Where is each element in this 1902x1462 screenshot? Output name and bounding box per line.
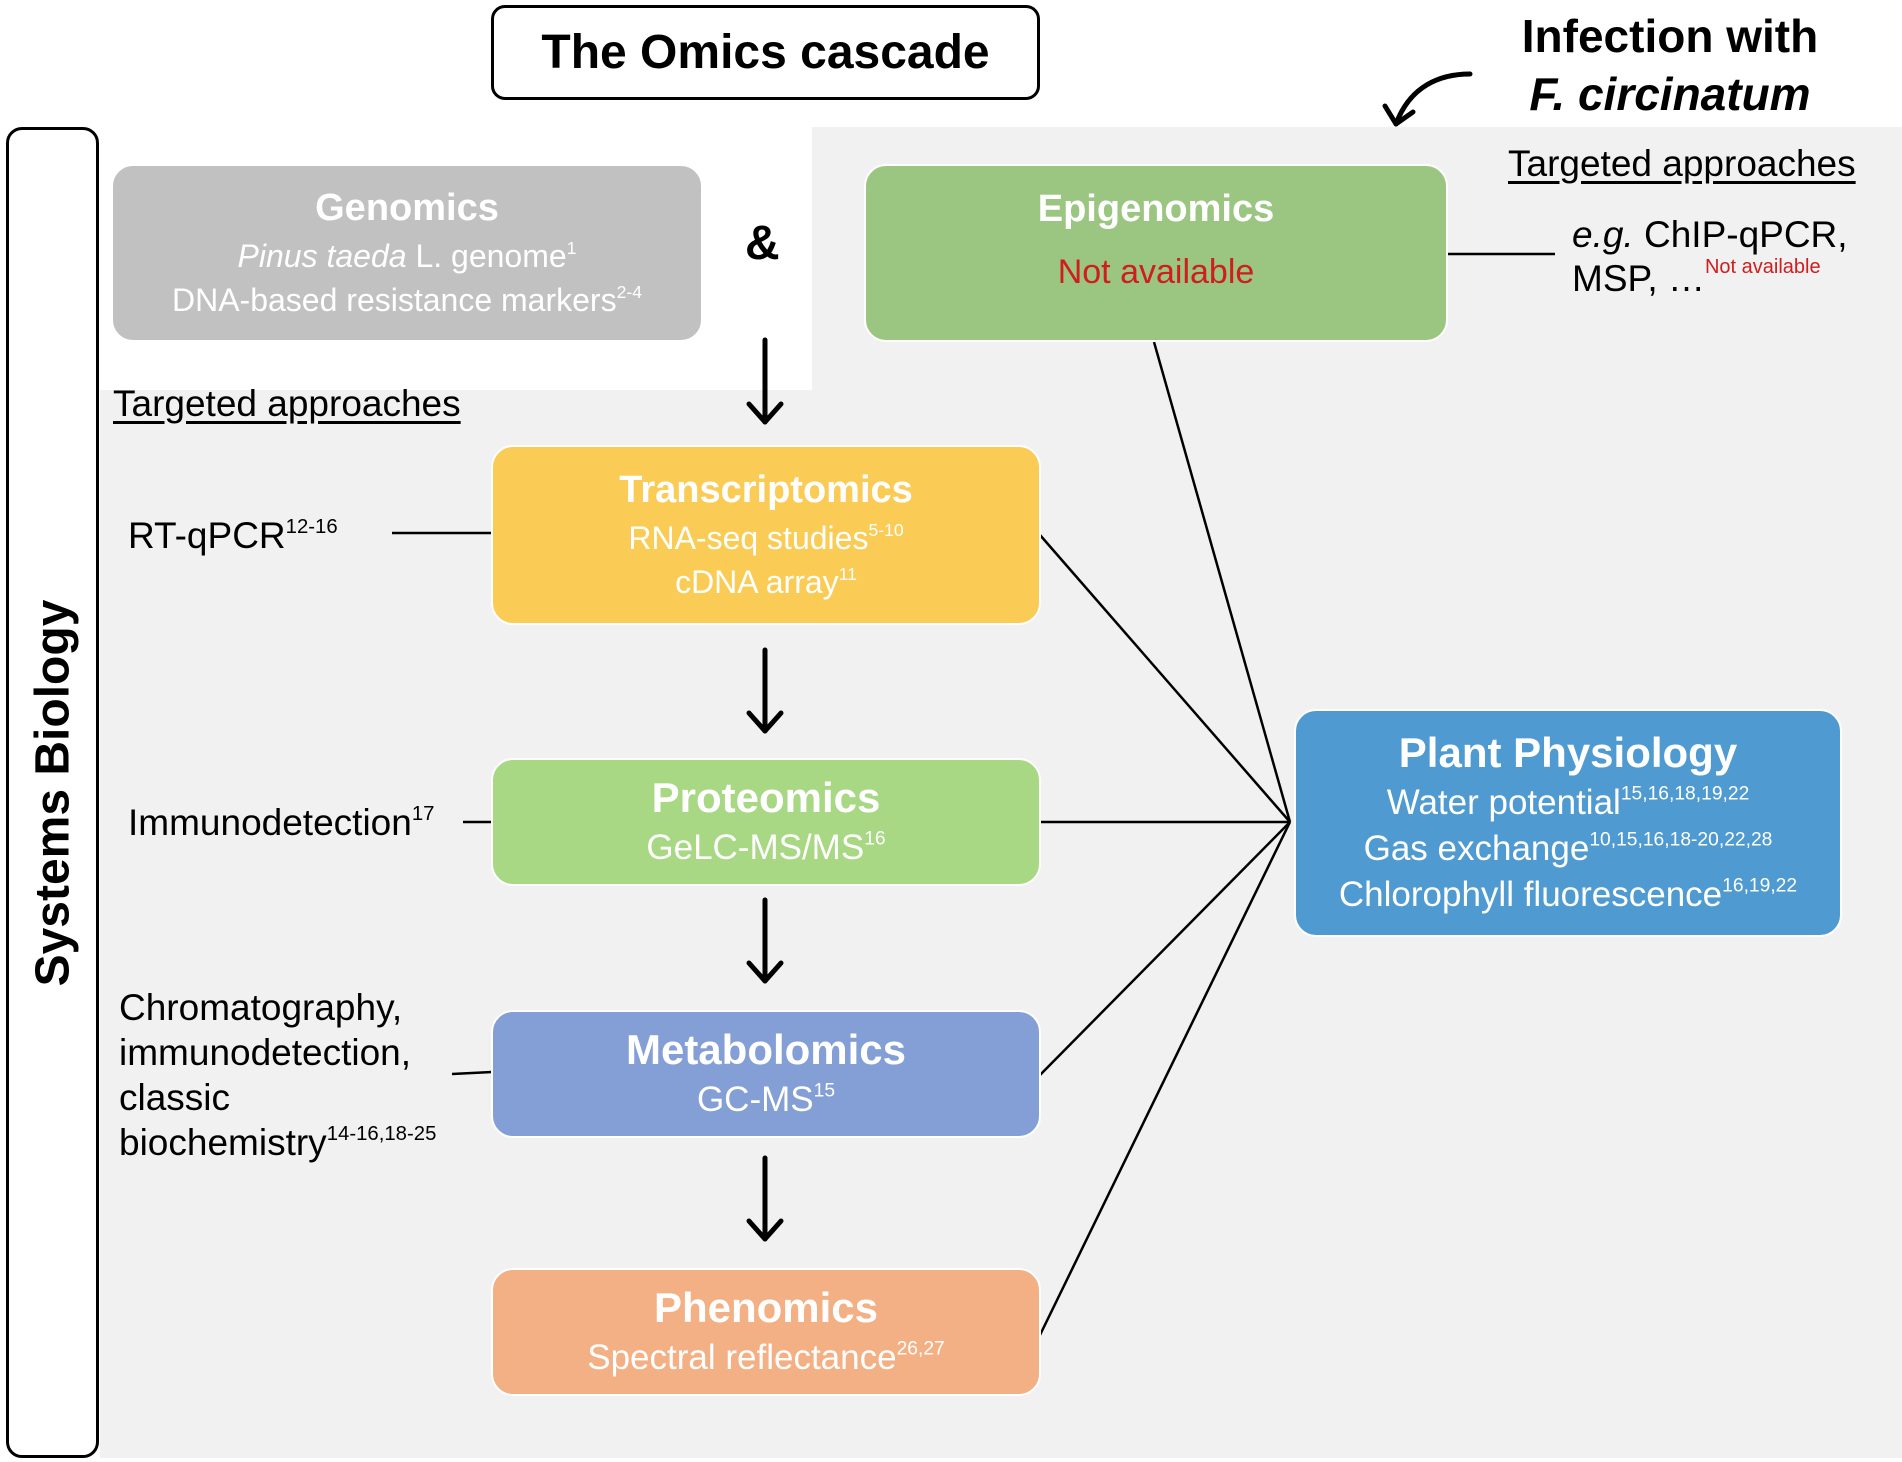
line-phenomics-physiology	[1038, 821, 1292, 1336]
water-potential-ref: 15,16,18,19,22	[1620, 783, 1750, 805]
line-metabolomics-physiology	[1039, 821, 1291, 1076]
omics-cascade-title-box: The Omics cascade	[491, 5, 1040, 100]
plant-physiology-title: Plant Physiology	[1398, 729, 1738, 777]
rtqpcr-ref: 12-16	[285, 515, 338, 538]
infection-arrow	[1382, 71, 1473, 127]
epigenomics-box: Epigenomics Not available	[864, 164, 1448, 342]
transcriptomics-line2: cDNA array11	[675, 562, 857, 602]
chrom-line4-text: biochemistry	[119, 1122, 327, 1163]
genomics-title: Genomics	[315, 186, 499, 229]
chlorophyll-ref: 16,19,22	[1722, 875, 1798, 897]
infection-label-line1: Infection with	[1521, 10, 1819, 62]
infection-label-line2: F. circinatum	[1529, 67, 1811, 120]
spectral-text: Spectral reflectance	[587, 1338, 897, 1378]
rnaseq-text: RNA-seq studies	[628, 519, 869, 556]
metabolomics-title: Metabolomics	[625, 1026, 907, 1074]
line-transcriptomics-physiology	[1039, 534, 1291, 823]
rtqpcr-text: RT-qPCR	[128, 515, 286, 556]
systems-biology-label: Systems Biology	[26, 599, 79, 986]
gelc-ref: 16	[864, 828, 886, 850]
targeted-right-line1: e.g. ChIP-qPCR,	[1572, 212, 1848, 257]
genomics-genome: L. genome	[406, 237, 567, 274]
systems-biology-box: Systems Biology	[6, 127, 99, 1458]
proteomics-box: Proteomics GeLC-MS/MS16	[491, 758, 1041, 886]
msp-not-available: Not available	[1704, 256, 1821, 278]
arrow-genomics-to-transcriptomics	[746, 337, 784, 425]
metabolomics-line1: GC-MS15	[697, 1078, 835, 1122]
genomics-box: Genomics Pinus taeda L. genome1 DNA-base…	[111, 164, 703, 342]
metabolomics-box: Metabolomics GC-MS15	[491, 1010, 1041, 1138]
rnaseq-ref: 5-10	[868, 519, 904, 540]
eg-text: e.g.	[1572, 214, 1634, 255]
rtqpcr-label: RT-qPCR12-16	[128, 513, 338, 558]
genomics-species: Pinus taeda	[237, 237, 407, 274]
infection-label: Infection with F. circinatum	[1470, 8, 1870, 123]
cdna-ref: 11	[838, 563, 857, 584]
targeted-approaches-right-heading: Targeted approaches	[1508, 143, 1856, 184]
omics-cascade-title: The Omics cascade	[541, 26, 990, 79]
targeted-approaches-left-heading: Targeted approaches	[113, 383, 461, 424]
genomics-line1-ref: 1	[566, 237, 577, 258]
phenomics-box: Phenomics Spectral reflectance26,27	[491, 1268, 1041, 1396]
genomics-line2-ref: 2-4	[616, 281, 643, 302]
proteomics-title: Proteomics	[651, 774, 881, 822]
proteomics-line1: GeLC-MS/MS16	[646, 826, 885, 870]
gelc-text: GeLC-MS/MS	[646, 828, 865, 868]
line-chromatography	[451, 1070, 493, 1076]
gas-exchange-text: Gas exchange	[1363, 829, 1590, 869]
arrow-transcriptomics-to-proteomics	[746, 647, 784, 734]
epigenomics-title: Epigenomics	[1037, 188, 1275, 230]
genomics-line1: Pinus taeda L. genome1	[238, 236, 577, 276]
chrom-line1: Chromatography,	[119, 987, 403, 1028]
ampersand: &	[745, 217, 780, 270]
immunodetection-ref: 17	[411, 802, 435, 825]
genomics-markers: DNA-based resistance markers	[171, 281, 617, 318]
gcms-ref: 15	[813, 1080, 836, 1102]
arrow-metabolomics-to-phenomics	[746, 1155, 784, 1242]
msp-text: MSP, …	[1572, 258, 1705, 299]
physiology-line1: Water potential15,16,18,19,22	[1387, 781, 1750, 825]
plant-physiology-box: Plant Physiology Water potential15,16,18…	[1294, 709, 1842, 937]
physiology-line2: Gas exchange10,15,16,18-20,22,28	[1364, 827, 1773, 871]
physiology-line3: Chlorophyll fluorescence16,19,22	[1339, 873, 1797, 917]
phenomics-line1: Spectral reflectance26,27	[587, 1336, 945, 1380]
gcms-text: GC-MS	[696, 1080, 814, 1120]
epigenomics-status: Not available	[1057, 253, 1255, 291]
chrom-line3: classic	[119, 1077, 231, 1118]
immunodetection-text: Immunodetection	[128, 802, 412, 843]
transcriptomics-box: Transcriptomics RNA-seq studies5-10 cDNA…	[491, 445, 1041, 625]
chip-qpcr-text: ChIP-qPCR,	[1633, 214, 1848, 255]
chlorophyll-text: Chlorophyll fluorescence	[1338, 874, 1723, 914]
transcriptomics-line1: RNA-seq studies5-10	[628, 518, 903, 558]
arrow-proteomics-to-metabolomics	[746, 897, 784, 984]
phenomics-title: Phenomics	[653, 1284, 879, 1332]
gas-exchange-ref: 10,15,16,18-20,22,28	[1589, 829, 1773, 851]
chrom-line2: immunodetection,	[119, 1032, 412, 1073]
targeted-right-line2: MSP, …Not available	[1572, 256, 1821, 301]
transcriptomics-title: Transcriptomics	[619, 468, 913, 511]
immunodetection-label: Immunodetection17	[128, 800, 434, 845]
water-potential-text: Water potential	[1386, 783, 1621, 823]
chromatography-label: Chromatography, immunodetection, classic…	[119, 985, 436, 1165]
cdna-text: cDNA array	[675, 563, 839, 600]
chrom-ref: 14-16,18-25	[326, 1122, 437, 1145]
spectral-ref: 26,27	[896, 1338, 945, 1360]
chrom-line4: biochemistry14-16,18-25	[119, 1120, 436, 1165]
genomics-line2: DNA-based resistance markers2-4	[172, 280, 642, 320]
line-epigenomics-physiology	[1152, 341, 1292, 823]
